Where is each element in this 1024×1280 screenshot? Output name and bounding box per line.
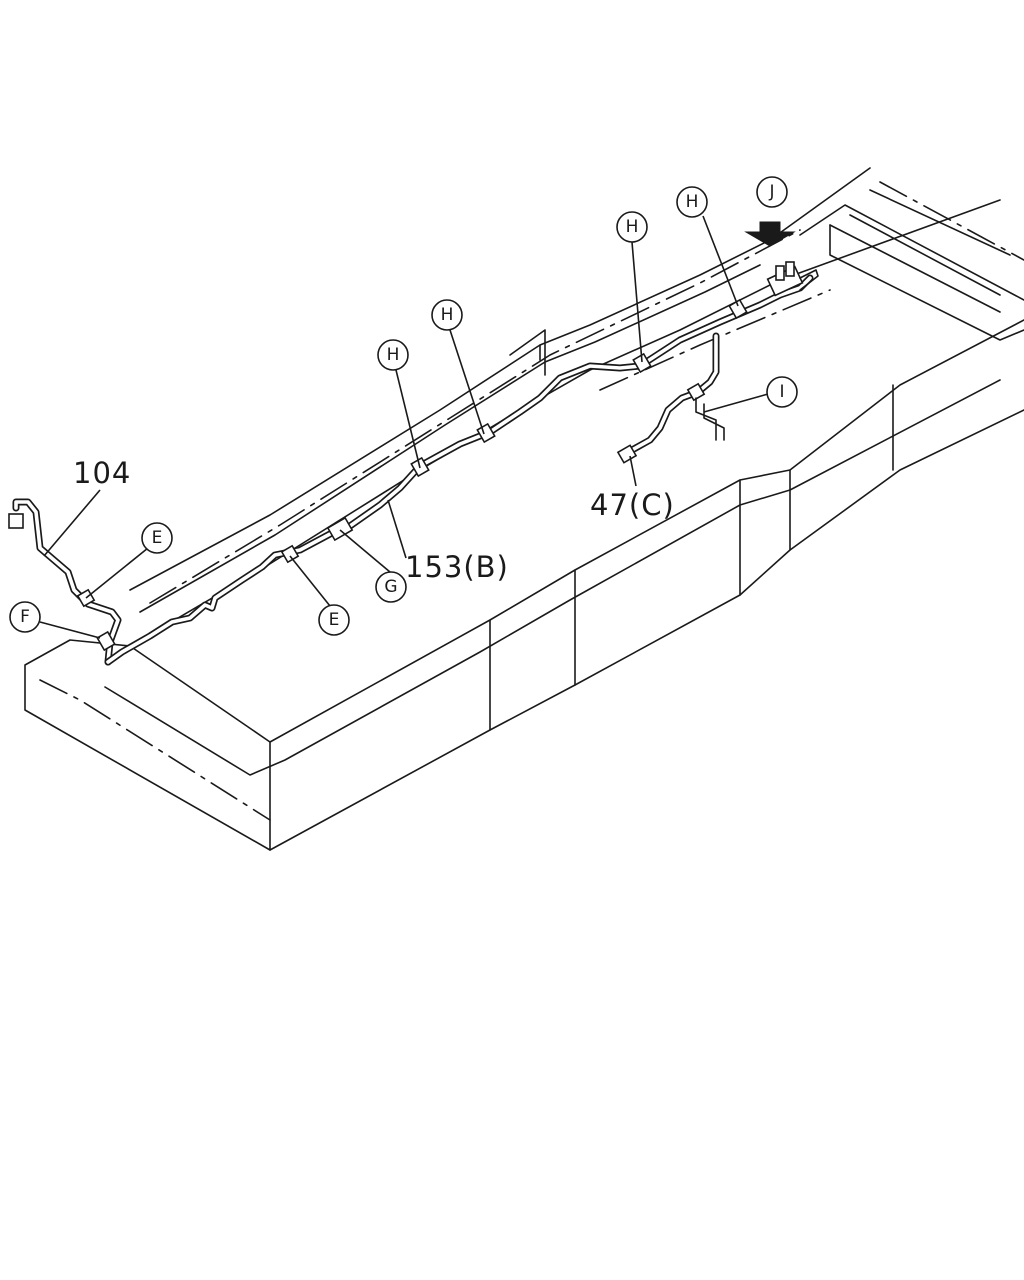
callout-h1-label: H bbox=[387, 345, 400, 365]
callout-f: F bbox=[9, 601, 41, 633]
callout-f-label: F bbox=[20, 607, 30, 627]
callout-e2-label: E bbox=[329, 610, 340, 630]
rear-junction-block bbox=[766, 261, 819, 297]
callout-h1: H bbox=[377, 339, 409, 371]
fitting-104-end bbox=[8, 513, 24, 529]
callout-h2-label: H bbox=[441, 305, 454, 325]
crossmember-lower bbox=[849, 214, 1001, 296]
far-rail-top bbox=[129, 167, 871, 591]
part-number-47c: 47(C) bbox=[590, 488, 675, 522]
inner-flange-near bbox=[104, 379, 1001, 776]
callout-i: I bbox=[766, 376, 798, 408]
callout-e1-label: E bbox=[152, 528, 163, 548]
crossmember-inner bbox=[829, 224, 1001, 313]
clip-h3 bbox=[632, 352, 652, 374]
crossmember-top bbox=[799, 204, 1024, 301]
callout-h4-label: H bbox=[686, 192, 699, 212]
pipe-153-inner bbox=[106, 276, 812, 664]
clip-h4 bbox=[728, 298, 748, 320]
crossmember-upper bbox=[869, 189, 1011, 256]
hidden-edge-near bbox=[39, 679, 271, 821]
clip-f bbox=[96, 630, 116, 652]
pipe-47-inner bbox=[630, 334, 718, 452]
callout-i-label: I bbox=[779, 382, 784, 402]
callout-h4: H bbox=[676, 186, 708, 218]
part-number-153b: 153(B) bbox=[405, 550, 509, 584]
far-rail-step-1 bbox=[509, 329, 546, 376]
callout-j: J bbox=[756, 176, 788, 208]
chassis-frame bbox=[24, 167, 1024, 851]
callout-h3-label: H bbox=[626, 217, 639, 237]
hidden-edge-far bbox=[599, 289, 831, 391]
connector-g bbox=[326, 516, 354, 542]
frame-bottom-edge bbox=[269, 409, 1024, 851]
callout-h3: H bbox=[616, 211, 648, 243]
crossmember-front bbox=[829, 224, 1024, 341]
callout-g-label: G bbox=[384, 577, 397, 597]
leader-lines bbox=[39, 215, 769, 639]
brake-pipe-assembly bbox=[8, 261, 819, 666]
callout-e2: E bbox=[318, 604, 350, 636]
callout-h2: H bbox=[431, 299, 463, 331]
clip-i bbox=[686, 382, 706, 402]
callout-e1: E bbox=[141, 522, 173, 554]
pipe-104-inner bbox=[14, 500, 120, 664]
crossmember-hidden bbox=[879, 181, 1024, 261]
callout-j-label: J bbox=[768, 182, 774, 202]
arrow-down-icon bbox=[744, 221, 796, 247]
frame-top-edge bbox=[269, 319, 1024, 743]
part-number-104: 104 bbox=[73, 456, 131, 490]
callout-g: G bbox=[375, 571, 407, 603]
bracket-i bbox=[695, 397, 725, 441]
frame-end-block bbox=[24, 639, 271, 851]
far-rail-centerline bbox=[149, 229, 801, 604]
inner-flange-far bbox=[114, 199, 1001, 656]
